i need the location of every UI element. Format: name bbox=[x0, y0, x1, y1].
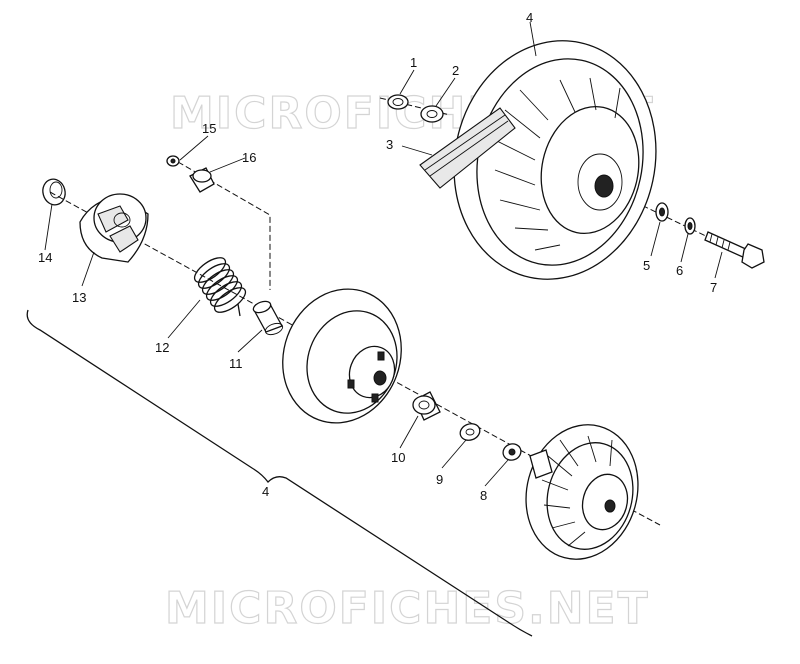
moveable-sheave bbox=[282, 288, 402, 424]
part-12-spring bbox=[193, 257, 247, 317]
stationary-sheave bbox=[525, 424, 639, 560]
part-15-screw bbox=[166, 155, 180, 167]
sheave-fins-bottom bbox=[541, 435, 613, 547]
callout-14: 14 bbox=[38, 250, 52, 265]
callout-6: 6 bbox=[676, 263, 683, 278]
callout-10: 10 bbox=[391, 450, 405, 465]
part-10-bushing bbox=[412, 391, 441, 421]
part-9-washer bbox=[459, 423, 481, 441]
drive-belt bbox=[419, 107, 516, 189]
part-7-bolt bbox=[704, 231, 765, 269]
callout-2: 2 bbox=[452, 63, 459, 78]
callout-12: 12 bbox=[155, 340, 169, 355]
leader-lines bbox=[44, 21, 723, 487]
part-11-sleeve bbox=[252, 300, 284, 336]
part-13-cam bbox=[79, 193, 149, 263]
callout-16: 16 bbox=[242, 150, 256, 165]
part-5-washer bbox=[655, 202, 669, 222]
watermark-bottom: MICROFICHES.NET bbox=[165, 583, 650, 634]
callout-13: 13 bbox=[72, 290, 86, 305]
pin-axis bbox=[177, 161, 271, 290]
callout-9: 9 bbox=[436, 472, 443, 487]
large-sheave-assembly bbox=[453, 40, 657, 280]
callout-1: 1 bbox=[410, 55, 417, 70]
assembly-bracket bbox=[26, 309, 533, 637]
callout-4-assembly: 4 bbox=[262, 484, 269, 499]
sheave-fins-top bbox=[494, 77, 621, 251]
assembly-axis bbox=[49, 191, 521, 451]
callout-3: 3 bbox=[386, 137, 393, 152]
part-8-washer bbox=[502, 443, 522, 461]
part-14-snap-ring bbox=[42, 178, 66, 206]
part-16-button bbox=[189, 167, 215, 193]
part-2-washer bbox=[420, 105, 444, 123]
callout-7: 7 bbox=[710, 280, 717, 295]
part-6-lock-washer bbox=[684, 217, 696, 235]
callout-8: 8 bbox=[480, 488, 487, 503]
callout-4-top: 4 bbox=[526, 10, 533, 25]
part-1-bushing bbox=[387, 94, 409, 110]
callout-11: 11 bbox=[229, 356, 243, 371]
callout-5: 5 bbox=[643, 258, 650, 273]
callout-15: 15 bbox=[202, 121, 216, 136]
